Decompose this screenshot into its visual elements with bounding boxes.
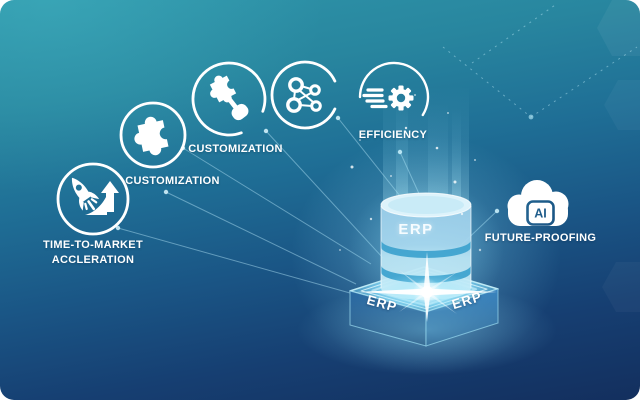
speed-gear-icon xyxy=(362,85,414,111)
puzzle-piece-icon xyxy=(134,116,169,156)
network-ring xyxy=(270,60,337,130)
erp-cylinder-label: ERP xyxy=(398,221,434,238)
label-future-proofing: FUTURE-PROOFING xyxy=(484,232,597,244)
sparkle-particles xyxy=(339,94,482,252)
medallion-rings xyxy=(56,60,430,236)
label-customization-1: CUSTOMIZATION xyxy=(125,175,220,187)
gear-ring xyxy=(358,61,430,117)
label-time-to-market: TIME-TO-MARKET ACCLERATION xyxy=(18,238,168,268)
hexagon-decor xyxy=(597,0,640,130)
light-flare xyxy=(357,252,497,322)
rocket-growth-icon xyxy=(71,177,119,215)
label-efficiency: EFFICIENCY xyxy=(358,129,428,141)
platform-under-glow xyxy=(297,285,557,375)
decor-dot xyxy=(528,114,534,120)
puzzle-ring xyxy=(119,101,187,169)
rocket-ring xyxy=(56,162,130,236)
puzzle-hand-ring xyxy=(191,61,267,137)
label-line: ACCLERATION xyxy=(51,253,135,266)
network-nodes-icon xyxy=(286,77,322,113)
puzzle-hand-icon xyxy=(209,75,249,121)
label-line: TIME-TO-MARKET xyxy=(43,239,143,251)
hand-cursor xyxy=(226,96,249,121)
ai-cloud-icon xyxy=(507,180,569,226)
label-customization-2: CUSTOMIZATION xyxy=(188,143,283,155)
